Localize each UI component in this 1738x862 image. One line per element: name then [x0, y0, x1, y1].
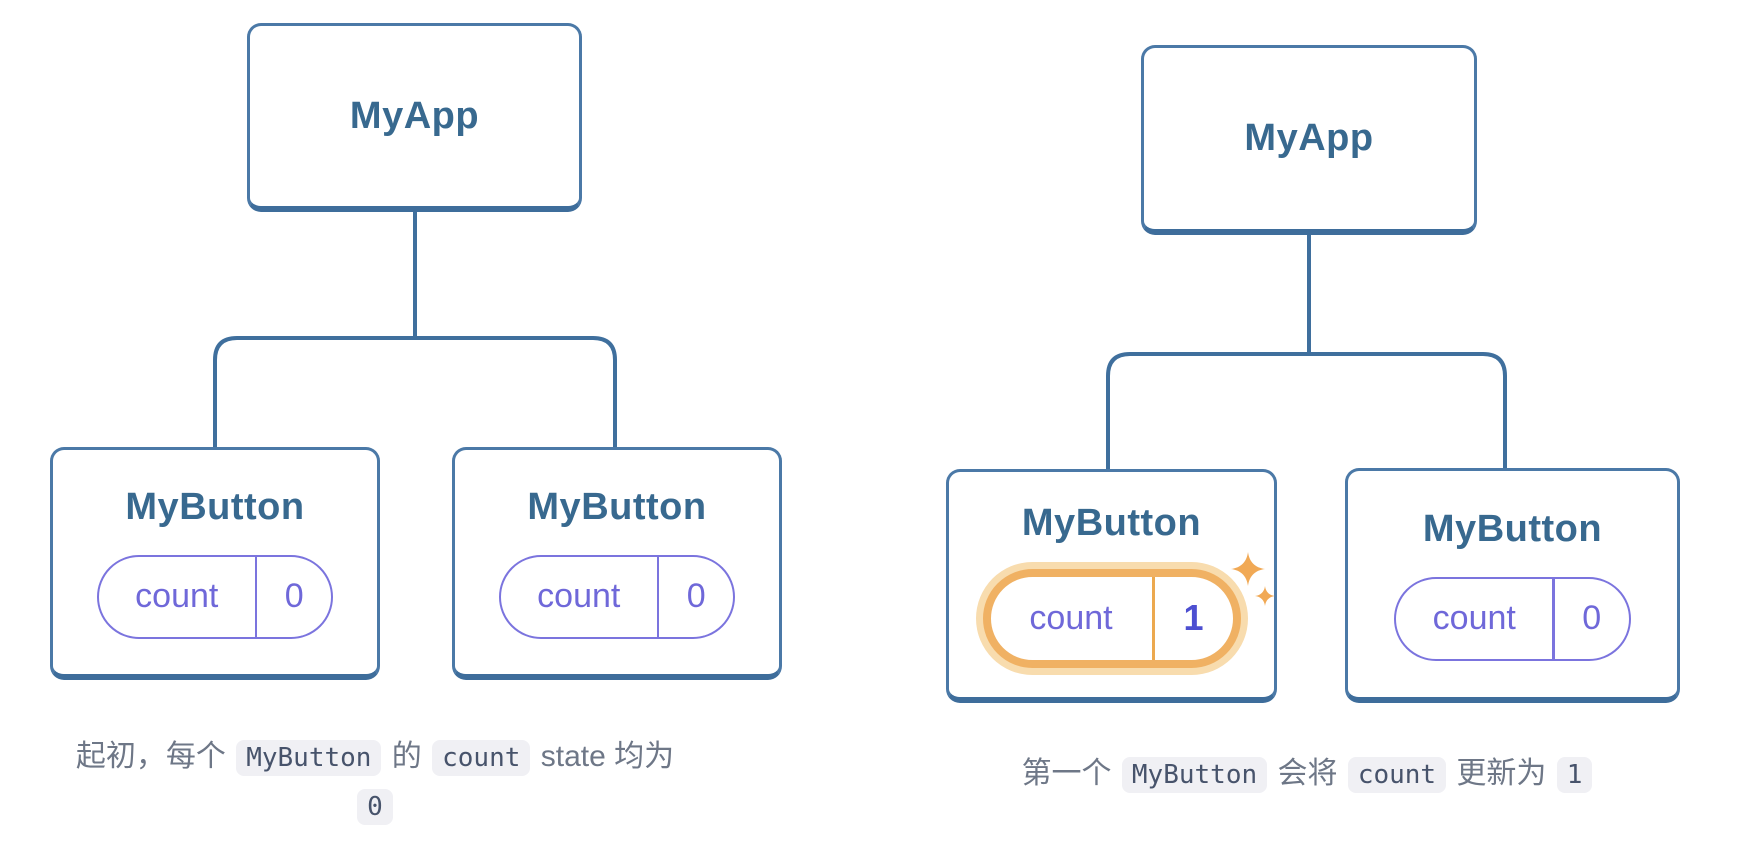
- pill-divider: [1151, 576, 1155, 660]
- right-myapp-label: MyApp: [1244, 117, 1374, 159]
- right-myapp-node: MyApp: [1141, 45, 1477, 235]
- state-value-updated: 1: [1183, 597, 1204, 638]
- right-mybutton-2-state-pill: count 0: [1394, 576, 1631, 661]
- state-key: count: [1432, 599, 1516, 637]
- left-mybutton-1-label: MyButton: [125, 485, 305, 528]
- sparkle-icon-small: [1255, 586, 1275, 606]
- state-key: count: [1029, 598, 1113, 637]
- state-value: 0: [1582, 599, 1602, 637]
- right-mybutton-node-2: MyButton count 0: [1345, 468, 1680, 703]
- right-diagram-caption: 第一个 MyButton 会将 count 更新为 1: [958, 750, 1658, 799]
- pill-divider: [1552, 578, 1555, 659]
- state-value: 0: [686, 577, 706, 615]
- state-key: count: [537, 577, 621, 615]
- left-myapp-label: MyApp: [349, 94, 480, 137]
- pill-divider: [254, 556, 258, 637]
- left-mybutton-1-state-pill: count 0: [96, 554, 334, 639]
- state-value: 0: [284, 577, 304, 615]
- right-mybutton-1-label: MyButton: [1021, 501, 1202, 544]
- left-mybutton-node-1: MyButton count 0: [50, 447, 380, 680]
- left-myapp-node: MyApp: [247, 23, 582, 212]
- state-key: count: [135, 577, 219, 615]
- left-mybutton-2-state-pill: count 0: [498, 554, 736, 639]
- sparkle-icon-large: [1231, 552, 1265, 586]
- right-mybutton-1-state-pill-highlighted: count 1: [982, 568, 1241, 668]
- pill-divider: [656, 556, 660, 637]
- right-mybutton-2-label: MyButton: [1422, 507, 1603, 550]
- left-mybutton-node-2: MyButton count 0: [452, 447, 782, 680]
- right-mybutton-node-1-highlighted: MyButton count 1: [946, 469, 1277, 703]
- left-mybutton-2-label: MyButton: [527, 485, 707, 528]
